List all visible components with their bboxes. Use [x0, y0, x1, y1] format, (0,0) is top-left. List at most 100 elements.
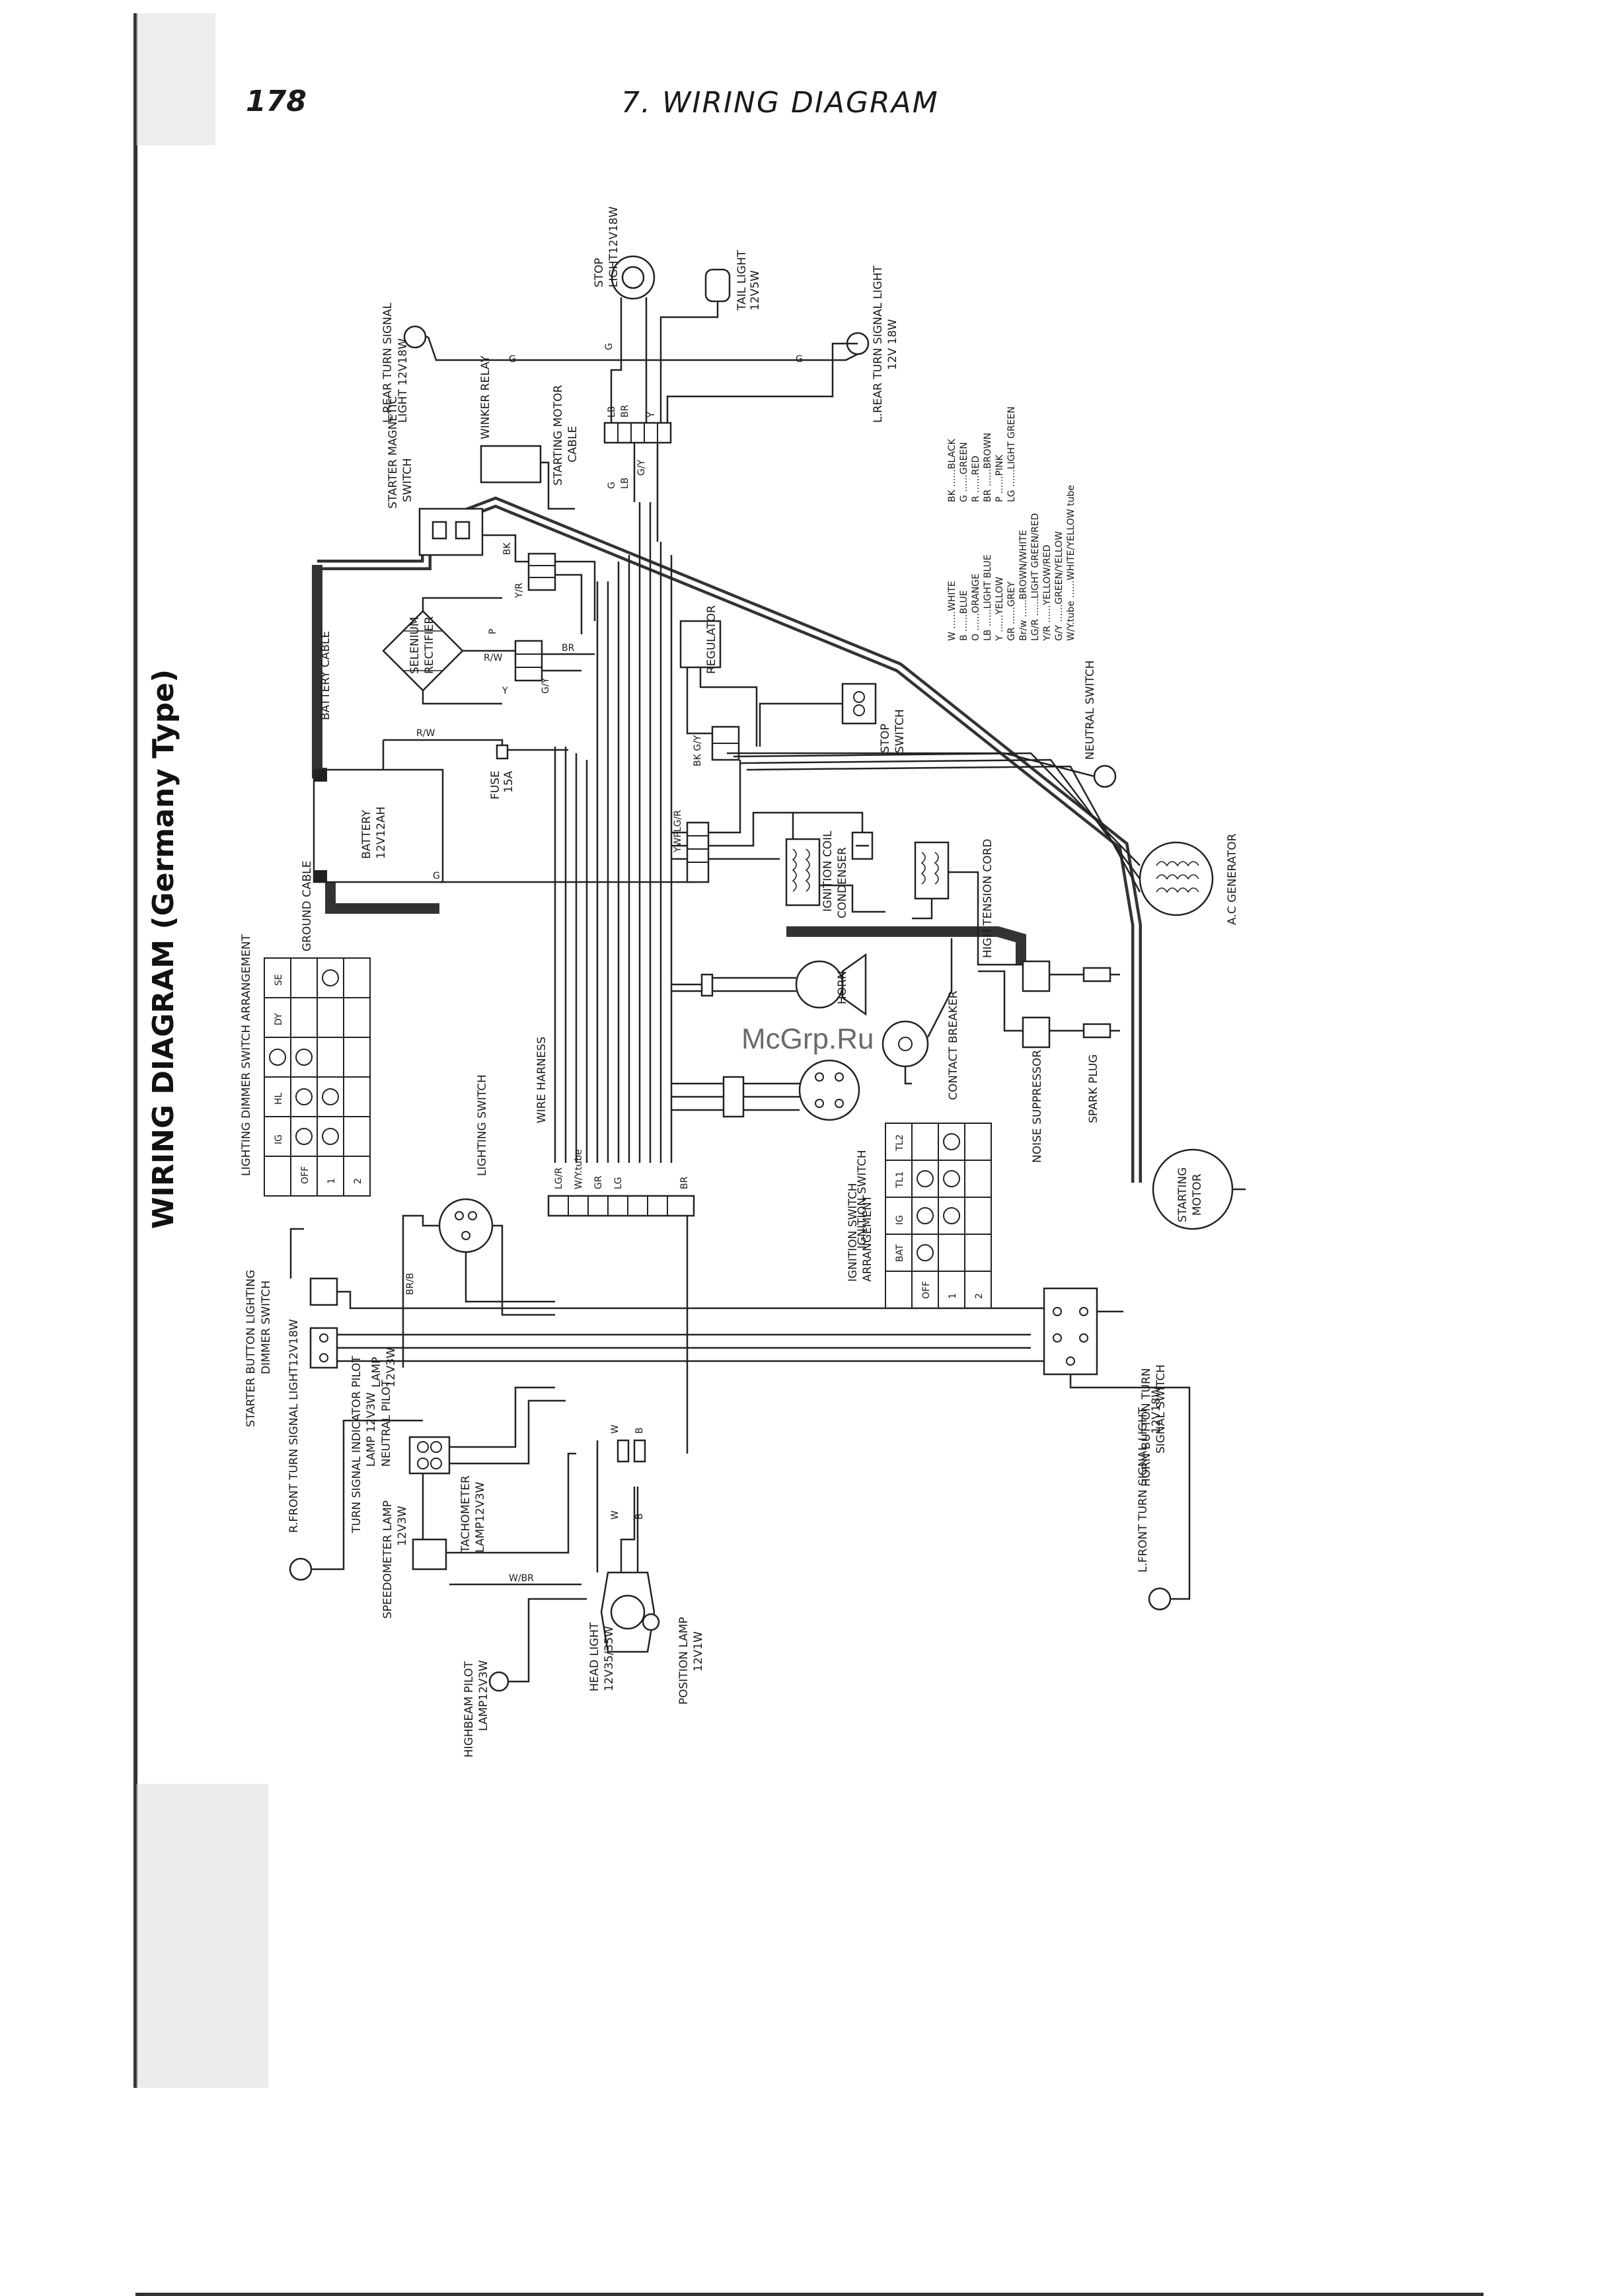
table-header-cell: IG [274, 1134, 284, 1144]
lighting-switch-table: IGHLTLDYSEOFF12LIGHTING DIMMER SWITCH AR… [240, 934, 371, 1197]
svg-text:SIGNAL SWITCH: SIGNAL SWITCH [1154, 1364, 1168, 1454]
svg-text:WINKER RELAY: WINKER RELAY [479, 355, 492, 439]
svg-text:Y: Y [502, 686, 508, 696]
svg-text:LIGHT 12V18W: LIGHT 12V18W [396, 338, 410, 423]
svg-text:LB: LB [607, 406, 617, 418]
svg-text:W/Y.tube: W/Y.tube [574, 1149, 584, 1189]
legend-entry: Y/R ......YELLOW/RED [1042, 544, 1053, 642]
battery-cable-label: BATTERY CABLE [319, 631, 332, 720]
svg-text:LB: LB [620, 478, 630, 489]
harness-connector-mid: YWPLG/R [671, 760, 794, 883]
noise-suppressor-lower: NOISE SUPPRESSOR SPARK PLUG [978, 970, 1120, 1163]
legend-entry: GR ......GREY [1006, 581, 1017, 641]
svg-text:G: G [433, 871, 440, 881]
ac-generator: A.C GENERATOR [733, 752, 1239, 925]
l-front-turn-signal-light: L.FRONT TURN SIGNAL LIGHT 12V18W [1137, 1386, 1191, 1611]
svg-text:G/Y: G/Y [636, 459, 647, 476]
svg-text:MOTOR: MOTOR [1191, 1173, 1204, 1216]
horn-button-turn-signal-switch: HORN BUTTON TURN SIGNAL SWITCH [1031, 1287, 1191, 1573]
rectifier-connector: BR G/Y P [488, 629, 595, 694]
table-row-label: 2 [974, 1293, 985, 1299]
svg-text:L.REAR TURN SIGNAL LIGHT: L.REAR TURN SIGNAL LIGHT [872, 265, 885, 423]
table-header-cell: TL2 [895, 1134, 905, 1152]
svg-text:SPEEDOMETER LAMP: SPEEDOMETER LAMP [381, 1500, 394, 1619]
svg-text:L.REAR TURN SIGNAL: L.REAR TURN SIGNAL [381, 303, 394, 423]
svg-text:W/BR: W/BR [509, 1573, 534, 1584]
battery: BATTERY 12V12AH G GROUND CABLE [301, 740, 697, 951]
legend-entry: W/Y.tube ......WHITE/YELLOW tube [1066, 485, 1076, 641]
svg-text:NEUTRAL SWITCH: NEUTRAL SWITCH [1084, 660, 1097, 760]
svg-text:G/Y: G/Y [541, 677, 551, 694]
svg-text:SPARK PLUG: SPARK PLUG [1087, 1055, 1100, 1123]
svg-text:LAMP12V3W: LAMP12V3W [474, 1482, 487, 1553]
regulator: REGULATOR [679, 605, 758, 747]
harness-lower-connectors: LG/R W/Y.tube GR LG BR [547, 1149, 695, 1454]
svg-text:POSITION LAMP: POSITION LAMP [677, 1617, 691, 1705]
table-row-label: OFF [921, 1281, 932, 1299]
table-header-cell: DY [274, 1013, 284, 1025]
svg-text:12V35/35W: 12V35/35W [603, 1626, 616, 1691]
legend-entry: Y ......YELLOW [995, 577, 1005, 642]
svg-text:LAMP: LAMP [370, 1357, 383, 1388]
starting-motor: STARTING MOTOR [1152, 1148, 1246, 1230]
condenser [793, 811, 885, 913]
svg-text:Y/R: Y/R [514, 583, 525, 599]
svg-text:G: G [509, 354, 516, 365]
table-header-cell: HL [274, 1092, 284, 1105]
svg-text:NOISE SUPPRESSOR: NOISE SUPPRESSOR [1031, 1050, 1044, 1163]
svg-text:G: G [607, 482, 617, 489]
svg-text:15A: 15A [502, 770, 515, 793]
table-row-label: OFF [300, 1166, 311, 1184]
svg-text:R.FRONT TURN SIGNAL LIGHT12V18: R.FRONT TURN SIGNAL LIGHT12V18W [287, 1319, 301, 1533]
legend-entry: BK ......BLACK [947, 438, 958, 502]
svg-text:GR: GR [593, 1175, 604, 1189]
svg-text:YWPLG/R: YWPLG/R [673, 810, 683, 853]
starter-connector: BK Y/R [482, 534, 596, 634]
table-row-label: 1 [326, 1178, 337, 1184]
svg-text:TACHOMETER: TACHOMETER [459, 1475, 472, 1553]
svg-text:B: B [634, 1427, 645, 1434]
legend-entry: LG/R ......LIGHT GREEN/RED [1030, 513, 1041, 641]
svg-text:LIGHT12V18W: LIGHT12V18W [607, 206, 620, 287]
legend-entry: G/Y ......GREEN/YELLOW [1054, 531, 1065, 641]
r-front-turn-signal-light: R.FRONT TURN SIGNAL LIGHT12V18W [287, 1319, 423, 1581]
pilot-lamp-cluster: TURN SIGNAL INDICATOR PILOT LAMP 12V3W N… [350, 1347, 582, 1619]
svg-text:BATTERY: BATTERY [360, 809, 373, 859]
svg-text:STOP: STOP [879, 723, 892, 753]
legend-entry: G ......GREEN [959, 442, 969, 502]
svg-text:R/W: R/W [484, 653, 502, 663]
svg-text:LAMP 12V3W: LAMP 12V3W [365, 1392, 378, 1467]
svg-text:RECTIFIER: RECTIFIER [423, 616, 436, 674]
svg-text:FUSE: FUSE [489, 770, 502, 799]
svg-text:IGNITION SWITCH: IGNITION SWITCH [856, 1150, 869, 1249]
svg-text:LG/R: LG/R [554, 1167, 564, 1189]
svg-text:LAMP12V3W: LAMP12V3W [477, 1660, 490, 1731]
noise-suppressor-upper [1022, 960, 1120, 992]
svg-text:STARTER MAGNETIC: STARTER MAGNETIC [387, 396, 400, 509]
contact-breaker: CONTACT BREAKER [882, 938, 960, 1100]
svg-text:G: G [796, 354, 803, 365]
legend-entry: LG ......LIGHT GREEN [1006, 406, 1017, 502]
svg-text:12V1W: 12V1W [692, 1631, 705, 1672]
svg-text:STARTER BUTTON LIGHTING: STARTER BUTTON LIGHTING [244, 1270, 258, 1427]
svg-text:DIMMER SWITCH: DIMMER SWITCH [260, 1280, 273, 1374]
svg-text:L.FRONT TURN SIGNAL LIGHT: L.FRONT TURN SIGNAL LIGHT [1137, 1407, 1150, 1573]
table-header-cell: SE [274, 974, 284, 986]
ignition-switch: IGNITION SWITCH [671, 1059, 869, 1249]
svg-text:SELENIUM: SELENIUM [408, 616, 422, 674]
watermark: McGrp.Ru [741, 1023, 874, 1055]
high-tension-coil: HIGH TENSION CORD [912, 839, 1024, 966]
stop-switch: STOP SWITCH [759, 683, 907, 753]
svg-text:A.C GENERATOR: A.C GENERATOR [1226, 833, 1239, 925]
svg-text:LIGHTING SWITCH: LIGHTING SWITCH [476, 1074, 489, 1176]
table-row-label: 1 [948, 1293, 958, 1299]
svg-text:HIGH TENSION CORD: HIGH TENSION CORD [981, 839, 995, 958]
table-header-cell: TL1 [895, 1171, 905, 1189]
svg-text:NEUTRAL PILOT: NEUTRAL PILOT [380, 1380, 393, 1467]
svg-text:12V3W: 12V3W [396, 1506, 409, 1546]
svg-text:WIRE HARNESS: WIRE HARNESS [535, 1037, 548, 1123]
table-title: ARRANGEMENT [861, 1195, 874, 1282]
svg-text:SWITCH: SWITCH [401, 458, 414, 502]
svg-text:BR: BR [620, 404, 630, 418]
